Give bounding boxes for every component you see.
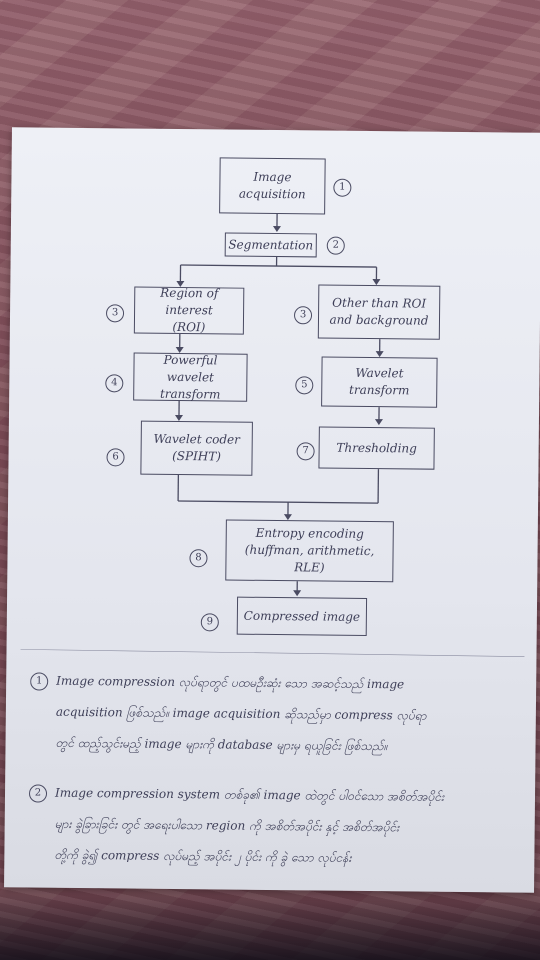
note-number: 2 [28,783,48,803]
step-number: 2 [326,236,345,255]
step-label-line2: and background [329,312,429,328]
step-label: Compressed image [243,608,361,624]
step-wavelet-transform: Wavelet transform [321,356,438,408]
note-2: 2 Image compression system တစ်ခု၏ image ထ… [28,777,529,875]
step-wavelet-coder: Wavelet coder (SPIHT) [140,420,253,476]
step-number: 7 [296,442,315,461]
step-segmentation: Segmentation [224,232,317,258]
step-number: 5 [295,376,314,395]
step-compressed-image: Compressed image [236,596,368,636]
dark-shadow [0,890,540,960]
step-number: 3 [293,306,313,325]
step-number: 4 [105,374,124,393]
flowchart-connectors [20,214,525,657]
step-number: 1 [333,178,352,197]
step-label-line2: transform [348,382,410,398]
step-label-line2: transform [159,386,221,401]
step-label-line1: Other than ROI [332,295,427,311]
note-number: 1 [30,671,49,691]
step-entropy-encoding: Entropy encoding (huffman, arithmetic, R… [225,519,394,583]
step-thresholding: Thresholding [318,426,435,470]
step-label-line1: Wavelet [355,365,404,381]
note-line: တွင် ထည့်သွင်းမည့် image များကို databas… [55,735,388,754]
note-line: acquisition ဖြစ်သည်။ image acquisition ဆ… [55,704,427,723]
step-region-of-interest: Region of interest (ROI) [133,285,245,335]
step-label: Thresholding [336,440,417,456]
step-number: 6 [106,448,125,467]
step-powerful-wavelet: Powerful wavelet transform [133,352,248,402]
step-number: 8 [189,549,208,568]
step-label-line1: Wavelet coder [153,431,240,447]
note-text: Image compression system တစ်ခု၏ image ထဲ… [54,785,445,804]
note-text: Image compression လုပ်ရာတွင် ပထမဦးဆုံး သ… [56,673,405,692]
step-label: Segmentation [228,237,314,252]
step-label-line1: Entropy encoding [255,525,364,541]
step-number: 3 [105,304,125,323]
step-number: 9 [200,613,219,632]
step-label-line1: Image [253,169,292,185]
note-line: တို့ကို ခွဲ၍ compress လုပ်မည့် အပိုင်း ၂… [54,847,352,865]
paper-sheet: Image acquisition 1 Segmentation 2 Regio… [4,127,540,893]
step-label-line1: Powerful wavelet [163,352,218,384]
note-1: 1 Image compression လုပ်ရာတွင် ပထမဦးဆုံး … [29,665,530,763]
step-label-line2: (SPIHT) [172,448,222,464]
step-image-acquisition: Image acquisition [219,157,326,215]
step-other-than-roi: Other than ROI and background [317,284,441,340]
step-label-line2: acquisition [238,186,306,202]
step-label-line2: (huffman, arithmetic, RLE) [244,542,375,575]
step-label-line2: (ROI) [172,319,206,335]
step-label-line1: Region of interest [160,285,219,318]
